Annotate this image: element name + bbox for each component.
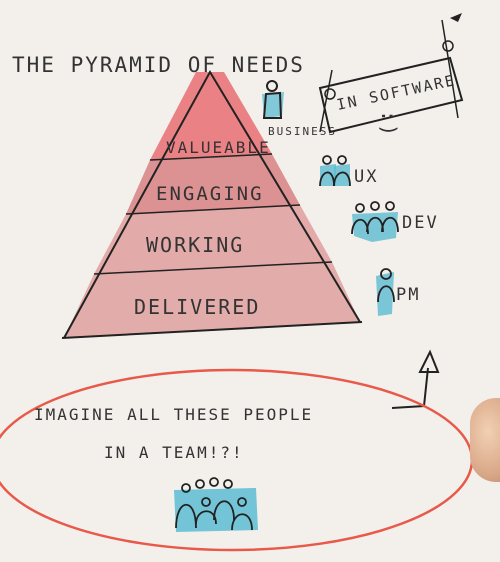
- arrow-up-icon: [391, 349, 440, 409]
- role-label-ux: UX: [354, 167, 378, 187]
- pyramid-outline: [63, 69, 361, 339]
- role-label-pm: PM: [396, 285, 420, 305]
- pyramid-level-working: [94, 205, 332, 274]
- sign-text: IN SOFTWARE: [335, 71, 457, 114]
- pyramid-level-engaging: [126, 154, 300, 214]
- smiley-icon: :): [377, 110, 401, 138]
- in-software-sign: [318, 13, 464, 134]
- team-people-icon: [174, 477, 258, 532]
- finger-photo-edge: [470, 398, 500, 482]
- level-label-engaging: ENGAGING: [156, 183, 264, 205]
- flag-icon: [450, 13, 462, 22]
- level-divider: [149, 153, 273, 161]
- ux-people-icon: [319, 155, 351, 187]
- role-label-business: BUSINESS: [268, 125, 337, 138]
- note-line-1: IMAGINE ALL THESE PEOPLE: [34, 405, 313, 424]
- level-divider: [93, 261, 333, 275]
- diagram-title: THE PYRAMID OF NEEDS: [12, 53, 305, 77]
- level-label-valueable: VALUEABLE: [166, 138, 271, 157]
- dev-people-icon: [351, 201, 399, 242]
- level-label-delivered: DELIVERED: [134, 295, 260, 319]
- level-label-working: WORKING: [146, 233, 244, 257]
- pyramid-base-line: [61, 321, 363, 339]
- pyramid: [61, 69, 363, 339]
- pyramid-level-valueable: [150, 72, 272, 160]
- business-person-icon: [262, 80, 284, 119]
- note-line-2: IN A TEAM!?!: [104, 443, 244, 462]
- pm-person-icon: [376, 268, 395, 316]
- level-divider: [125, 204, 301, 215]
- role-label-dev: DEV: [402, 213, 439, 233]
- pyramid-level-delivered: [64, 262, 360, 338]
